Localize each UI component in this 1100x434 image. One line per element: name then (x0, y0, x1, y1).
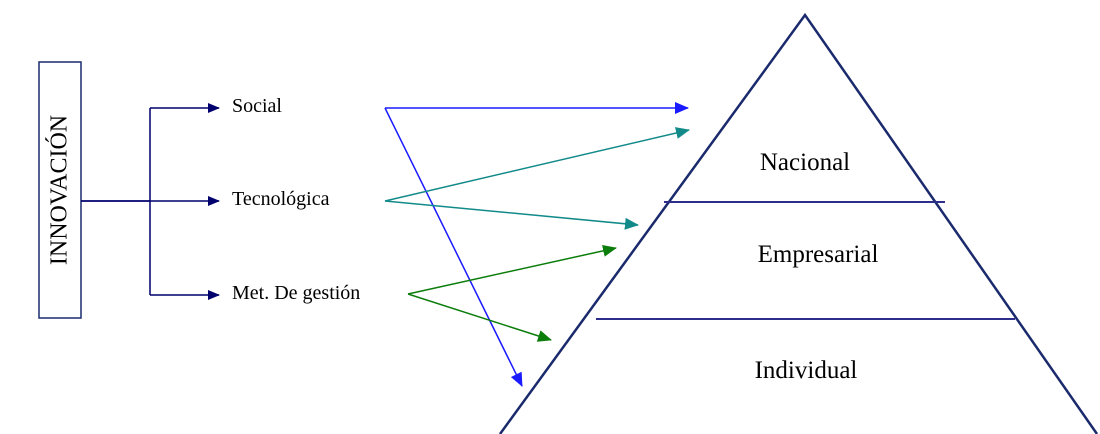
innovacion-label: INNOVACIÓN (46, 115, 73, 265)
level-empresarial: Empresarial (758, 241, 879, 268)
branch-tecnologica: Tecnológica (232, 188, 330, 210)
tecnologica-arrows (384, 127, 690, 230)
gestion-to-individual-arrow (407, 293, 552, 342)
innovacion-box: INNOVACIÓN (38, 61, 82, 319)
branch-gestion: Met. De gestión (232, 282, 360, 304)
branch-social: Social (232, 95, 282, 117)
social-arrows (384, 102, 689, 387)
pyramid: Nacional Empresarial Individual (498, 12, 1099, 434)
tecnologica-to-empresarial-arrow (384, 200, 639, 230)
innovacion-frame (38, 61, 82, 319)
level-nacional: Nacional (760, 149, 850, 176)
pyramid-outline (498, 12, 1099, 434)
level-individual: Individual (755, 357, 858, 384)
gestion-to-empresarial-arrow (407, 244, 617, 295)
tecnologica-to-nacional-arrow (384, 127, 690, 202)
social-to-individual-arrow (384, 107, 523, 387)
tree-connectors (81, 103, 220, 300)
gestion-arrows (407, 244, 617, 342)
